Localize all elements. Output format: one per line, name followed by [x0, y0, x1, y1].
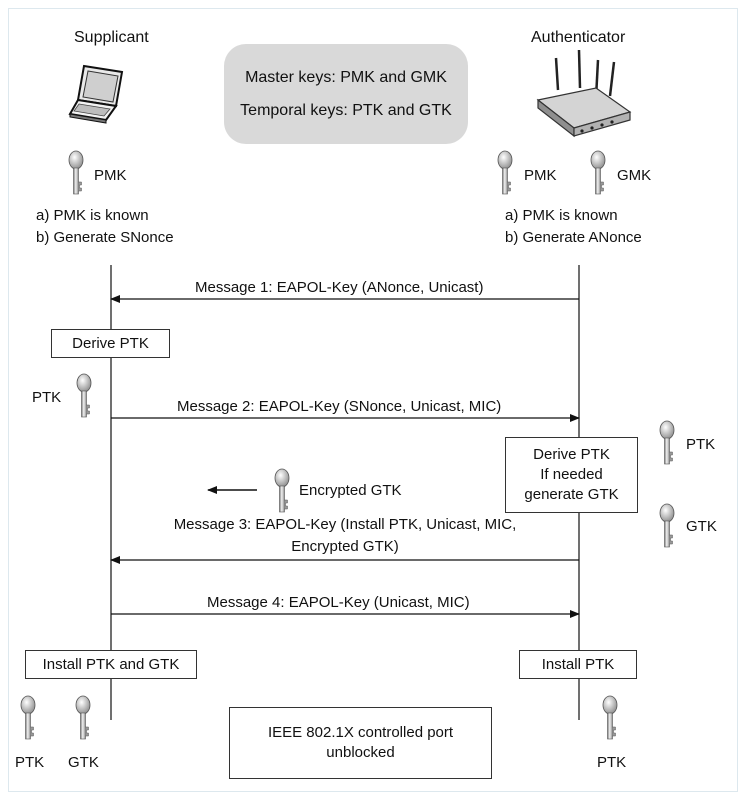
auth-derive-line2: If needed: [540, 466, 603, 483]
authenticator-pmk-key-icon: [497, 150, 513, 195]
supplicant-ptk-key-icon: [76, 373, 92, 418]
supplicant-pmk-key-icon: [68, 150, 84, 195]
authenticator-ptk-key-icon: [659, 420, 675, 465]
final-supplicant-ptk-key-icon: [20, 695, 36, 740]
final-supplicant-gtk-key-icon: [75, 695, 91, 740]
final-authenticator-ptk-label: PTK: [597, 754, 627, 771]
key-legend: Master keys: PMK and GMK Temporal keys: …: [224, 44, 468, 144]
legend-master-keys: Master keys: PMK and GMK: [245, 69, 447, 86]
supplicant-install-box: Install PTK and GTK: [25, 650, 197, 679]
authenticator-derive-box: Derive PTK If needed generate GTK: [505, 437, 638, 513]
supplicant-step-a: a) PMK is known: [36, 207, 149, 224]
authenticator-gmk-key-icon: [590, 150, 606, 195]
authenticator-gmk-label: GMK: [617, 167, 652, 184]
auth-derive-line3: generate GTK: [524, 486, 619, 503]
authenticator-gtk-label: GTK: [686, 518, 717, 535]
laptop-icon: [68, 64, 124, 124]
message-4-label: Message 4: EAPOL-Key (Unicast, MIC): [207, 594, 470, 611]
controlled-port-line1: IEEE 802.1X controlled port: [267, 724, 454, 741]
authenticator-ptk-label: PTK: [686, 436, 716, 453]
supplicant-derive-ptk-text: Derive PTK: [72, 334, 149, 352]
message-2-label: Message 2: EAPOL-Key (SNonce, Unicast, M…: [177, 398, 502, 415]
authenticator-step-b: b) Generate ANonce: [505, 229, 642, 246]
encrypted-gtk-label: Encrypted GTK: [299, 482, 402, 499]
message-3-label-line2: Encrypted GTK): [291, 538, 399, 555]
final-authenticator-ptk-key-icon: [602, 695, 618, 740]
final-supplicant-ptk-label: PTK: [15, 754, 45, 771]
controlled-port-line2: unblocked: [326, 744, 395, 761]
authenticator-install-box: Install PTK: [519, 650, 637, 679]
legend-temporal-keys: Temporal keys: PTK and GTK: [240, 102, 452, 119]
supplicant-install-text: Install PTK and GTK: [42, 655, 180, 673]
authenticator-step-a: a) PMK is known: [505, 207, 618, 224]
supplicant-derive-ptk-box: Derive PTK: [51, 329, 170, 358]
authenticator-install-text: Install PTK: [541, 655, 615, 673]
controlled-port-box: IEEE 802.1X controlled port unblocked: [229, 707, 492, 779]
supplicant-title: Supplicant: [74, 29, 149, 46]
authenticator-title: Authenticator: [531, 29, 626, 46]
message-3-label-line1: Message 3: EAPOL-Key (Install PTK, Unica…: [173, 516, 517, 533]
supplicant-step-b: b) Generate SNonce: [36, 229, 174, 246]
authenticator-pmk-label: PMK: [524, 167, 557, 184]
message-1-label: Message 1: EAPOL-Key (ANonce, Unicast): [195, 279, 484, 296]
authenticator-gtk-key-icon: [659, 503, 675, 548]
final-supplicant-gtk-label: GTK: [68, 754, 99, 771]
encrypted-gtk-key-icon: [274, 468, 290, 513]
router-icon: [536, 49, 632, 138]
supplicant-pmk-label: PMK: [94, 167, 127, 184]
figure-frame: [8, 8, 738, 792]
supplicant-ptk-label: PTK: [32, 389, 62, 406]
auth-derive-line1: Derive PTK: [533, 446, 610, 463]
